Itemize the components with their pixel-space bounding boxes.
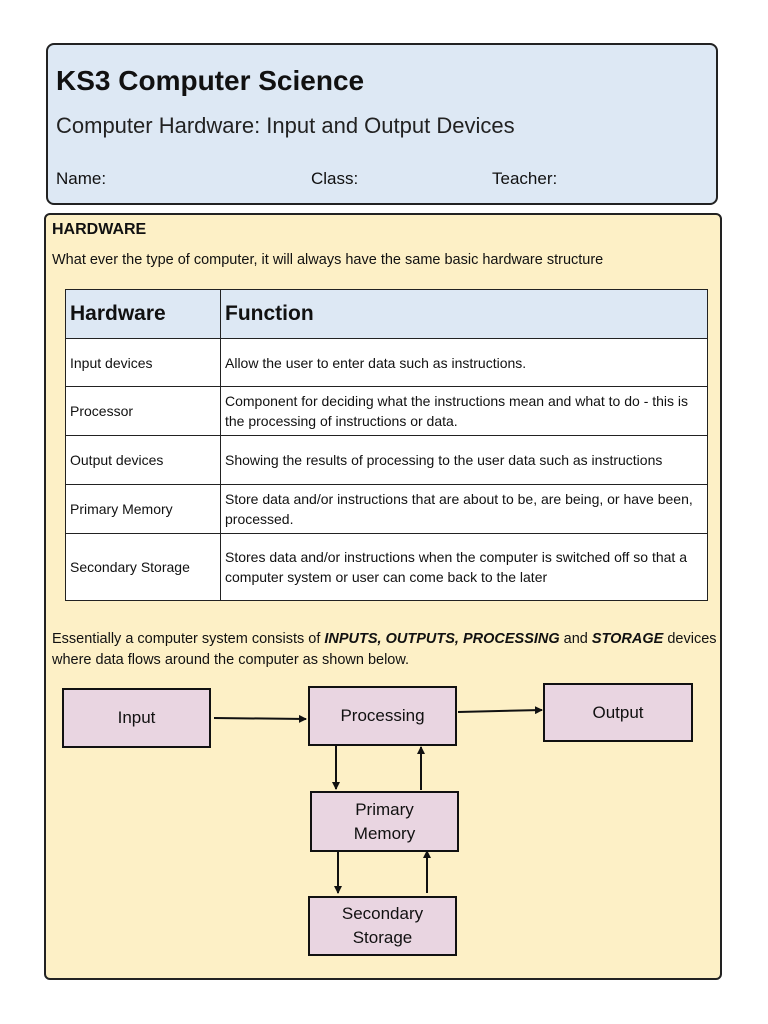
hardware-cell: Primary Memory <box>65 484 221 534</box>
secondary-storage-node: Secondary Storage <box>308 896 457 956</box>
essential-paragraph: Essentially a computer system consists o… <box>52 629 717 671</box>
teacher-label: Teacher: <box>492 169 558 188</box>
column-header-hardware: Hardware <box>65 289 221 339</box>
hardware-cell: Output devices <box>65 435 221 485</box>
essential-storage: STORAGE <box>591 631 664 647</box>
essential-keywords: INPUTS, OUTPUTS, PROCESSING <box>324 631 560 647</box>
essential-text-2: devices where data flows around the comp… <box>52 631 717 668</box>
output-node: Output <box>543 683 693 742</box>
table-row: Input devices Allow the user to enter da… <box>65 338 708 387</box>
hardware-cell: Secondary Storage <box>65 533 221 601</box>
function-cell: Allow the user to enter data such as ins… <box>220 338 708 387</box>
hardware-table: Hardware Function Input devices Allow th… <box>65 289 708 601</box>
name-label: Name: <box>56 169 107 188</box>
page-title: KS3 Computer Science <box>56 65 365 96</box>
header-box: KS3 Computer Science Computer Hardware: … <box>46 43 718 205</box>
column-header-function: Function <box>220 289 708 339</box>
table-row: Primary Memory Store data and/or instruc… <box>65 484 708 534</box>
function-cell: Store data and/or instructions that are … <box>220 484 708 534</box>
table-header-row: Hardware Function <box>65 289 708 339</box>
function-cell: Component for deciding what the instruct… <box>220 386 708 436</box>
table-row: Processor Component for deciding what th… <box>65 386 708 436</box>
page-subtitle: Computer Hardware: Input and Output Devi… <box>56 113 515 138</box>
processing-node: Processing <box>308 686 457 746</box>
essential-and: and <box>559 631 592 647</box>
function-cell: Stores data and/or instructions when the… <box>220 533 708 601</box>
essential-text-1: Essentially a computer system consists o… <box>52 631 325 647</box>
section-heading: HARDWARE <box>52 221 147 238</box>
function-cell: Showing the results of processing to the… <box>220 435 708 485</box>
hardware-cell: Input devices <box>65 338 221 387</box>
hardware-section: HARDWARE What ever the type of computer,… <box>44 213 722 980</box>
table-row: Secondary Storage Stores data and/or ins… <box>65 533 708 601</box>
hardware-cell: Processor <box>65 386 221 436</box>
section-intro: What ever the type of computer, it will … <box>52 252 604 268</box>
input-node: Input <box>62 688 211 748</box>
table-row: Output devices Showing the results of pr… <box>65 435 708 485</box>
primary-memory-node: Primary Memory <box>310 791 459 852</box>
class-label: Class: <box>311 169 359 188</box>
